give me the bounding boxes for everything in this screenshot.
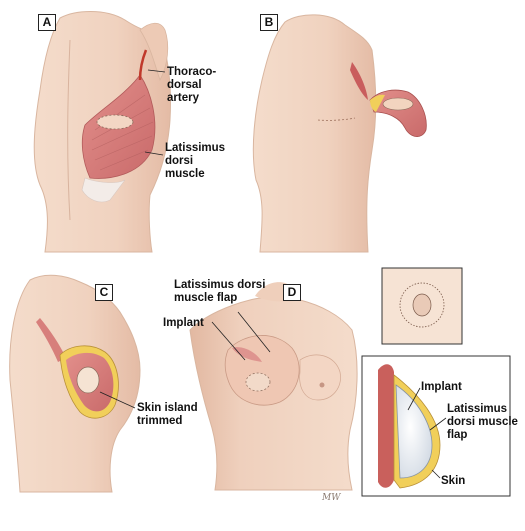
inset-areola xyxy=(412,293,432,317)
panel-b-torso xyxy=(252,14,377,253)
panel-d-front-illustration xyxy=(189,282,358,491)
leader-inset-skin xyxy=(431,469,441,479)
flap-fat-edge-b xyxy=(370,94,385,112)
skin-island-line-1: Skin island xyxy=(137,402,198,414)
implant-outline-d xyxy=(245,372,271,392)
panel-a-back-illustration xyxy=(33,11,171,253)
flap-shadow-d xyxy=(232,347,262,362)
skin-island-line-2: trimmed xyxy=(137,415,183,427)
nipple-d xyxy=(319,382,325,388)
inset-cross-section xyxy=(361,355,511,497)
panel-d-letter: D xyxy=(283,284,301,301)
spine-line-a xyxy=(67,39,71,221)
leader-inset-flap xyxy=(429,417,447,431)
thoracodorsal-label-line-1: Thoraco- xyxy=(167,66,217,78)
reconstructed-breast-d xyxy=(224,335,300,406)
thoracodorsal-artery xyxy=(138,49,148,81)
skin-island-outline-a xyxy=(96,114,134,130)
latissimus-flap-label-inset: Latissimus dorsi muscle flap xyxy=(447,403,518,442)
flap-inset-line-1: Latissimus xyxy=(447,403,508,415)
panel-c-letter: C xyxy=(95,284,113,301)
leader-latissimus-a xyxy=(144,151,164,156)
skin-island-b xyxy=(382,97,414,111)
leader-inset-implant xyxy=(407,387,421,411)
inset-nipple-closeup xyxy=(381,267,463,345)
skin-island-c xyxy=(76,366,100,394)
thoracodorsal-label-line-3: artery xyxy=(167,92,199,104)
panel-c-side-illustration xyxy=(9,274,141,493)
implant-label-inset: Implant xyxy=(421,381,462,393)
skin-label-inset: Skin xyxy=(441,475,466,487)
latissimus-a-line-3: muscle xyxy=(165,168,205,180)
inset-incision-ring xyxy=(399,282,445,328)
latissimus-a-line-2: dorsi xyxy=(165,155,194,167)
leader-flap-d xyxy=(237,311,271,353)
latissimus-a-line-1: Latissimus xyxy=(165,142,226,154)
leader-implant-d xyxy=(211,321,246,361)
leader-skin-island xyxy=(99,391,136,409)
natural-breast-d xyxy=(299,354,341,401)
axilla-muscle-b xyxy=(350,62,368,100)
latissimus-dorsi-label-a: Latissimus dorsi muscle xyxy=(165,142,225,181)
skin-island-trimmed-label: Skin island trimmed xyxy=(137,402,198,428)
illustrator-signature: MW xyxy=(321,493,341,503)
panel-a-arm-stump xyxy=(139,22,169,82)
flap-d-line-1: Latissimus dorsi xyxy=(174,279,266,291)
panel-b-back-illustration xyxy=(252,14,427,253)
latissimus-flap-label-d: Latissimus dorsi muscle flap xyxy=(174,279,265,305)
leader-thoracodorsal xyxy=(147,69,166,73)
flap-inset-line-2: dorsi muscle xyxy=(447,416,518,428)
muscle-strip-c xyxy=(36,318,66,362)
thoracodorsal-artery-label: Thoraco- dorsal artery xyxy=(167,66,216,105)
panel-a-letter: A xyxy=(38,14,56,31)
cross-section-muscle xyxy=(378,364,394,488)
fascia-a xyxy=(81,177,126,203)
thoracodorsal-label-line-2: dorsal xyxy=(167,79,202,91)
implant-label-d: Implant xyxy=(163,317,204,329)
flap-d-line-2: muscle flap xyxy=(174,292,238,304)
flap-inset-line-3: flap xyxy=(447,429,468,441)
panel-b-letter: B xyxy=(260,14,278,31)
